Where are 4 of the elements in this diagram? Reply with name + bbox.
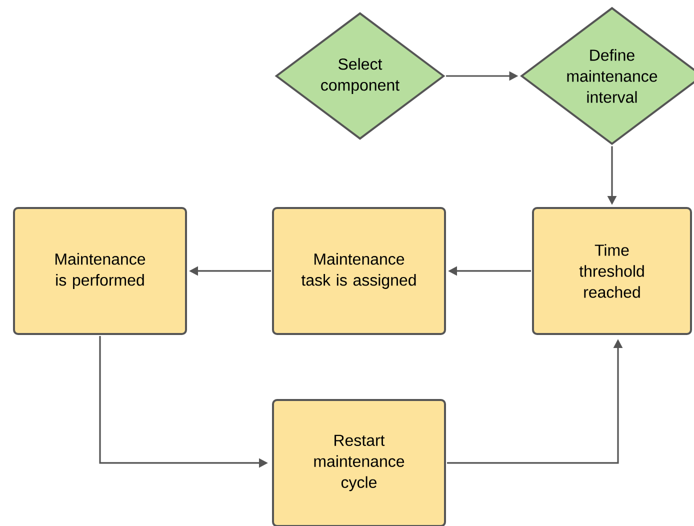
process-box: Time threshold reached (532, 207, 692, 335)
process-box: Maintenance task is assigned (272, 207, 446, 335)
process-box: Restart maintenance cycle (272, 398, 446, 526)
process-box: Maintenance is performed (13, 207, 187, 335)
